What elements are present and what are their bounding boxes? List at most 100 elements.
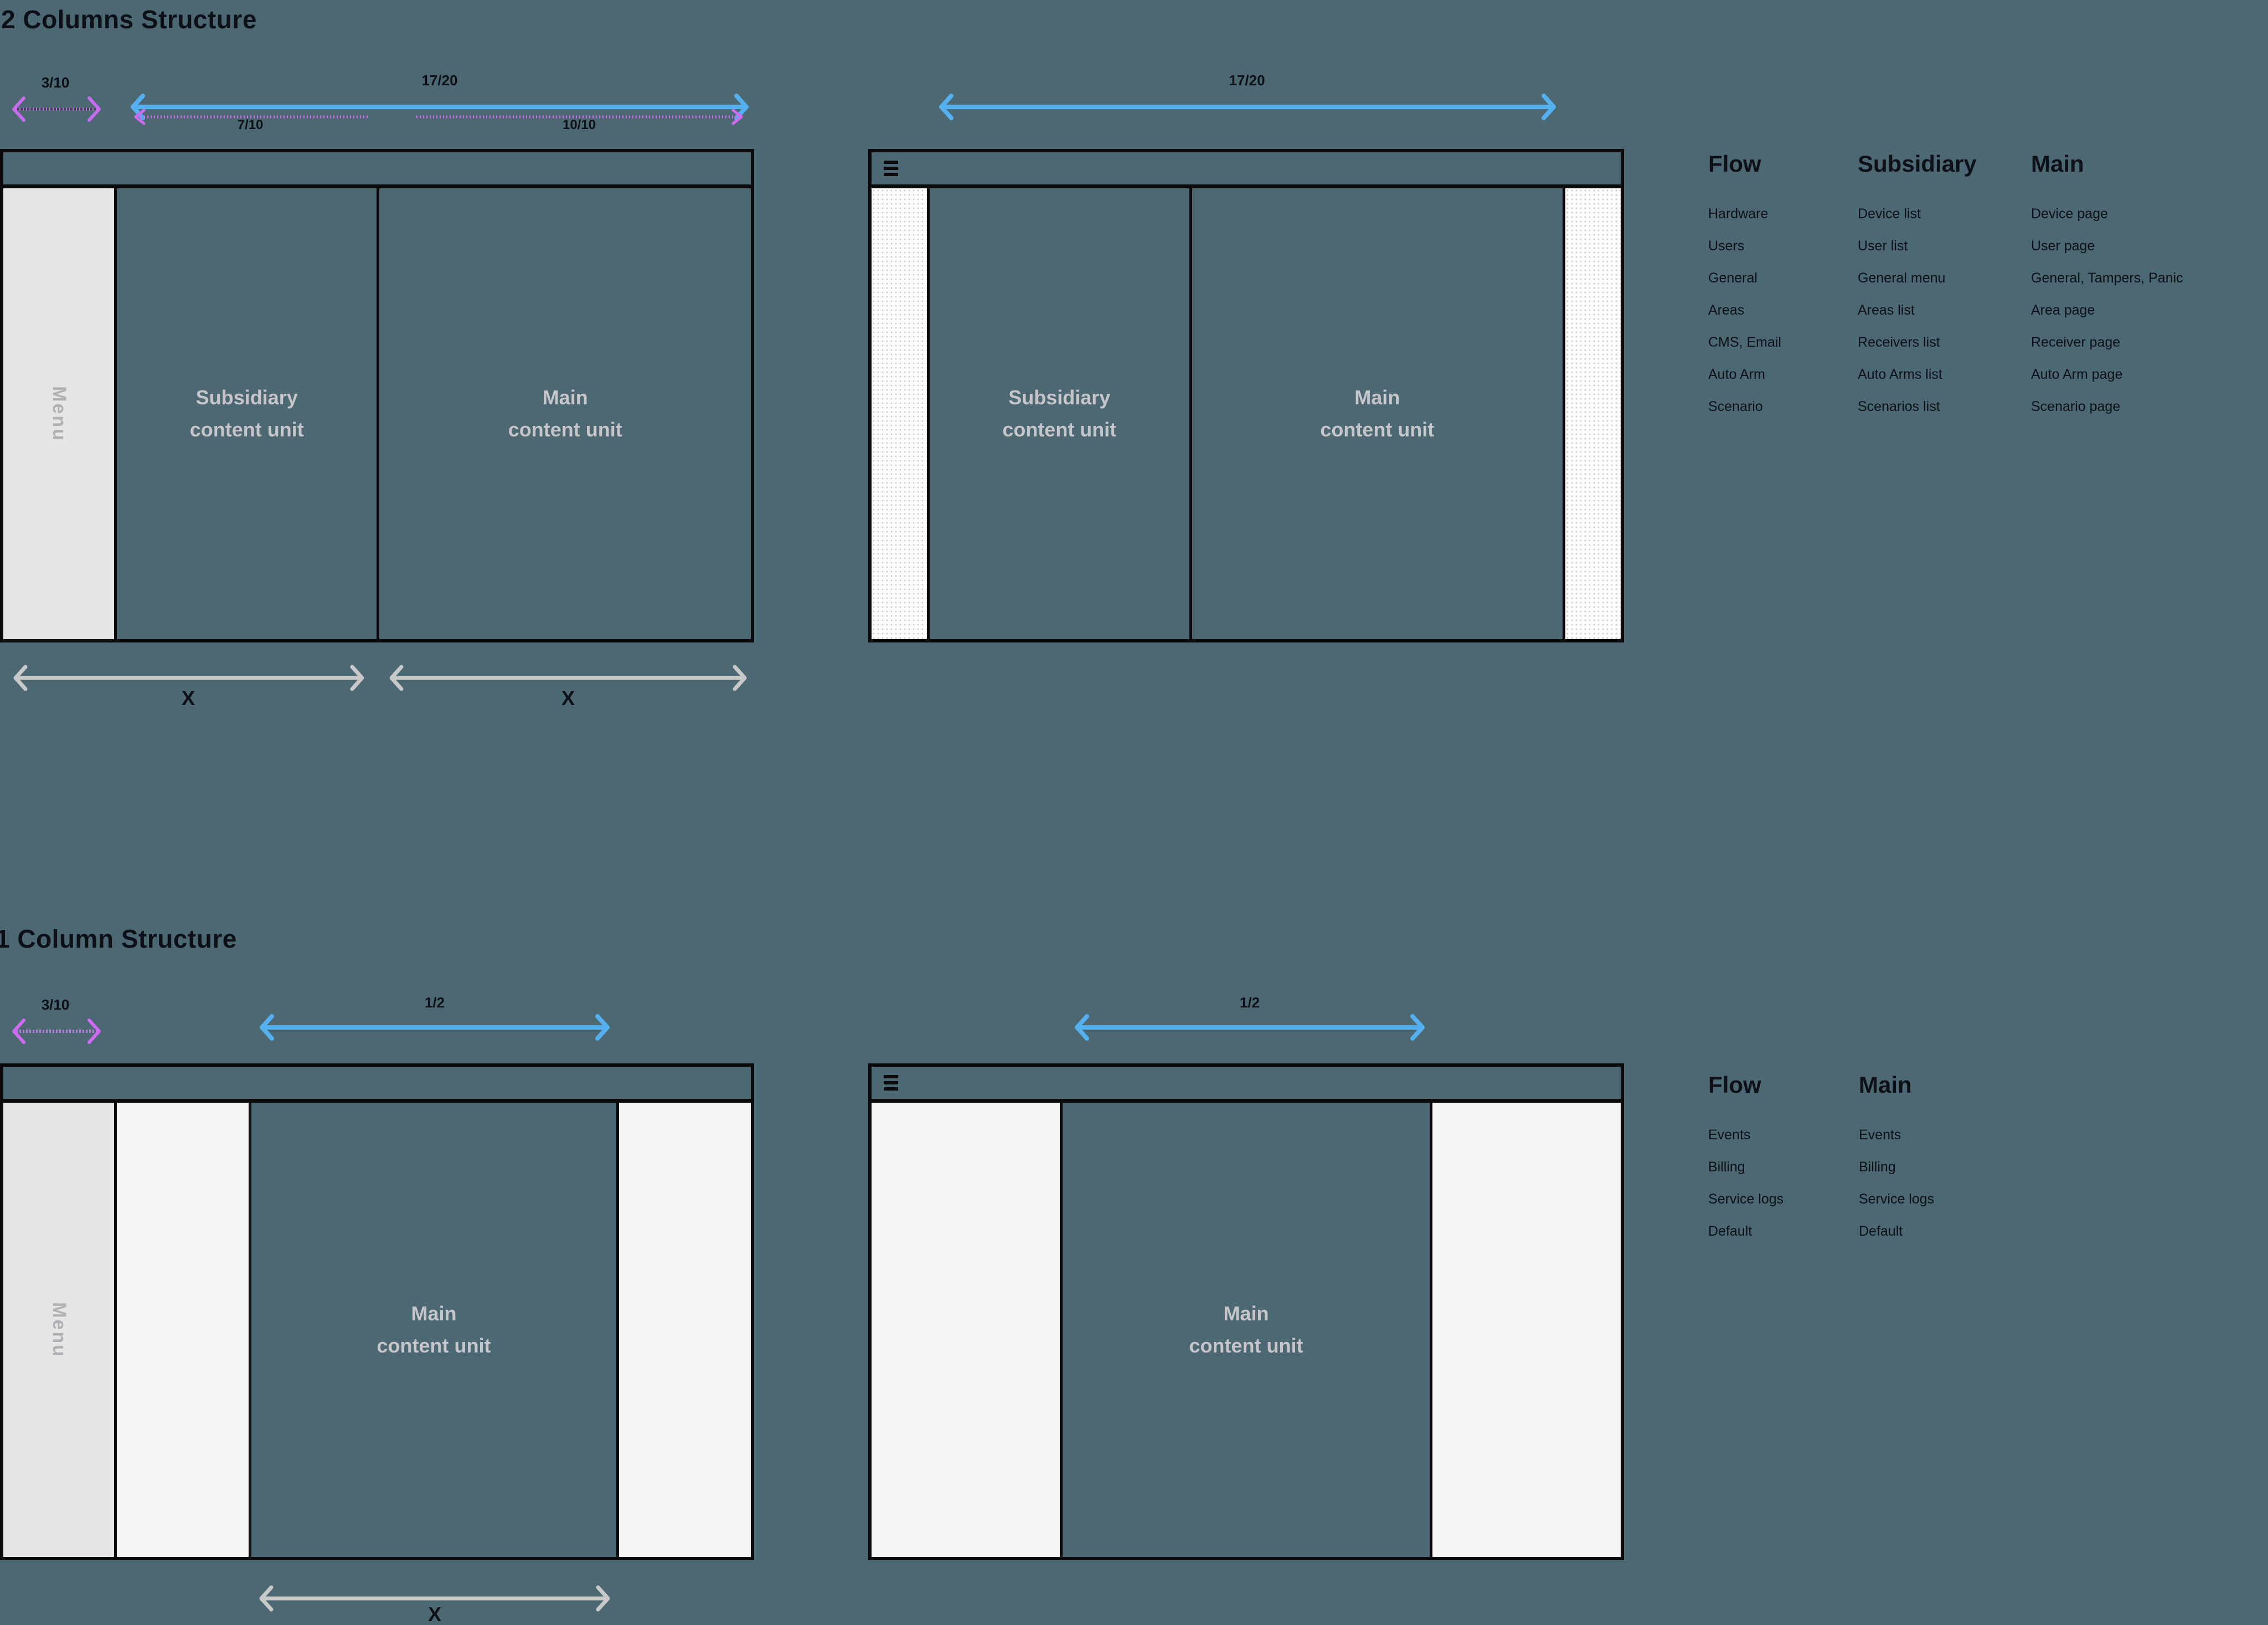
col-header-main: Main: [2031, 151, 2084, 177]
table-cell: CMS, Email: [1708, 335, 1781, 350]
flow-mapping-table-2col: Flow Subsidiary Main Hardware Device lis…: [1708, 151, 2183, 431]
table-cell: Service logs: [1859, 1191, 1935, 1207]
wireframe-body: Menu Subsidiary content unit Main conten…: [3, 188, 751, 639]
half-width-arrow-left: [260, 1014, 610, 1041]
wireframe-body: Menu Main content unit: [3, 1103, 751, 1557]
menu-label: Menu: [48, 1302, 70, 1358]
left-gutter-column: [114, 1103, 249, 1557]
table-cell: Scenario page: [2031, 399, 2121, 414]
table-cell: Default: [1708, 1223, 1752, 1239]
measure-label-half-left: 1/2: [424, 994, 445, 1011]
main-label-line2: content unit: [1189, 1334, 1303, 1357]
table-cell: Users: [1708, 238, 1745, 254]
measure-label-menu-width-2: 3/10: [41, 996, 70, 1013]
section-title-1col: 1 Column Structure: [0, 924, 237, 953]
table-cell: Billing: [1859, 1159, 1896, 1175]
col-header-flow: Flow: [1708, 151, 1761, 177]
main-content-unit: Main content unit: [1192, 188, 1563, 639]
wireframe-body: Main content unit: [872, 1103, 1621, 1557]
table-cell: General: [1708, 270, 1757, 286]
hamburger-menu-icon: [884, 1075, 898, 1091]
table-cell: General, Tampers, Panic: [2031, 270, 2183, 286]
measure-label-menu-width: 3/10: [41, 74, 70, 91]
main-width-arrow: [416, 109, 743, 125]
content-total-collapsed-arrow: [939, 94, 1556, 120]
table-cell: Scenarios list: [1858, 399, 1940, 414]
measure-label-subsidiary-width: 7/10: [237, 117, 264, 132]
app-topbar: [3, 152, 751, 188]
table-cell: Areas list: [1858, 302, 1915, 318]
wireframe-body: Subsidiary content unit Main content uni…: [872, 188, 1621, 639]
table-cell: Auto Arm page: [2031, 367, 2123, 382]
main-label-line1: Main: [542, 386, 588, 409]
menu-width-arrow: [12, 96, 101, 122]
main-content-unit: Main content unit: [249, 1103, 619, 1557]
right-gutter-column: [1432, 1103, 1621, 1557]
x-width-arrow-right: [389, 665, 747, 691]
flow-mapping-table-1col: Flow Main Events Events Billing Billing …: [1708, 1072, 1934, 1256]
wireframe-2col-collapsed: Subsidiary content unit Main content uni…: [868, 149, 1624, 642]
table-cell: Auto Arms list: [1858, 367, 1942, 382]
main-label-line1: Main: [1223, 1302, 1269, 1325]
subsidiary-label-line1: Subsidiary: [195, 386, 298, 409]
menu-sidebar: Menu: [3, 188, 114, 639]
col-header-main: Main: [1859, 1072, 1912, 1098]
main-label-line1: Main: [1354, 386, 1400, 409]
menu-sidebar: Menu: [3, 1103, 114, 1557]
x-width-arrow-bottom: [259, 1585, 610, 1612]
subsidiary-content-unit: Subsidiary content unit: [927, 188, 1192, 639]
table-cell: Area page: [2031, 302, 2095, 318]
main-content-unit: Main content unit: [379, 188, 751, 639]
x-width-arrow-left: [13, 665, 364, 691]
subsidiary-width-arrow: [134, 109, 370, 125]
table-cell: Events: [1859, 1127, 1901, 1143]
table-cell: Auto Arm: [1708, 367, 1765, 382]
table-cell: User page: [2031, 238, 2095, 254]
table-cell: Device list: [1858, 206, 1921, 222]
table-cell: Receiver page: [2031, 335, 2121, 350]
section-title-2col: 2 Columns Structure: [1, 5, 257, 34]
measure-label-half-right: 1/2: [1239, 994, 1260, 1011]
x-label-left: X: [181, 687, 195, 709]
right-gutter-strip: [1563, 188, 1621, 639]
half-width-arrow-right: [1075, 1014, 1425, 1041]
app-topbar: [3, 1067, 751, 1103]
col-header-flow: Flow: [1708, 1072, 1761, 1098]
wireframe-2col-expanded: Menu Subsidiary content unit Main conten…: [0, 149, 754, 642]
table-cell: Default: [1859, 1223, 1903, 1239]
table-cell: General menu: [1858, 270, 1946, 286]
table-cell: Service logs: [1708, 1191, 1784, 1207]
table-cell: Device page: [2031, 206, 2108, 222]
left-gutter-column: [872, 1103, 1060, 1557]
menu-width-arrow-2: [12, 1019, 101, 1044]
main-label-line1: Main: [411, 1302, 457, 1325]
main-label-line2: content unit: [1320, 418, 1435, 441]
table-cell: Events: [1708, 1127, 1751, 1143]
subsidiary-label-line2: content unit: [1002, 418, 1117, 441]
col-header-subsidiary: Subsidiary: [1858, 151, 1977, 177]
subsidiary-label-line1: Subsidiary: [1008, 386, 1111, 409]
wireframe-1col-expanded: Menu Main content unit: [0, 1063, 754, 1560]
app-topbar: [872, 1067, 1621, 1103]
measure-label-main-width: 10/10: [562, 117, 596, 132]
measure-label-content-total: 17/20: [421, 72, 458, 89]
table-cell: Billing: [1708, 1159, 1745, 1175]
table-cell: Scenario: [1708, 399, 1763, 414]
x-label-bottom: X: [427, 1603, 442, 1625]
subsidiary-content-unit: Subsidiary content unit: [114, 188, 380, 639]
x-label-right: X: [561, 687, 575, 709]
hamburger-menu-icon: [884, 161, 898, 176]
subsidiary-label-line2: content unit: [189, 418, 304, 441]
table-cell: Receivers list: [1858, 335, 1940, 350]
main-content-unit: Main content unit: [1060, 1103, 1432, 1557]
main-label-line2: content unit: [377, 1334, 491, 1357]
table-cell: Areas: [1708, 302, 1745, 318]
collapsed-menu-strip: [872, 188, 927, 639]
menu-label: Menu: [48, 385, 70, 442]
wireframe-1col-collapsed: Main content unit: [868, 1063, 1624, 1560]
main-label-line2: content unit: [508, 418, 622, 441]
right-gutter-column: [619, 1103, 751, 1557]
table-cell: Hardware: [1708, 206, 1769, 222]
measure-label-content-total-collapsed: 17/20: [1229, 72, 1265, 89]
